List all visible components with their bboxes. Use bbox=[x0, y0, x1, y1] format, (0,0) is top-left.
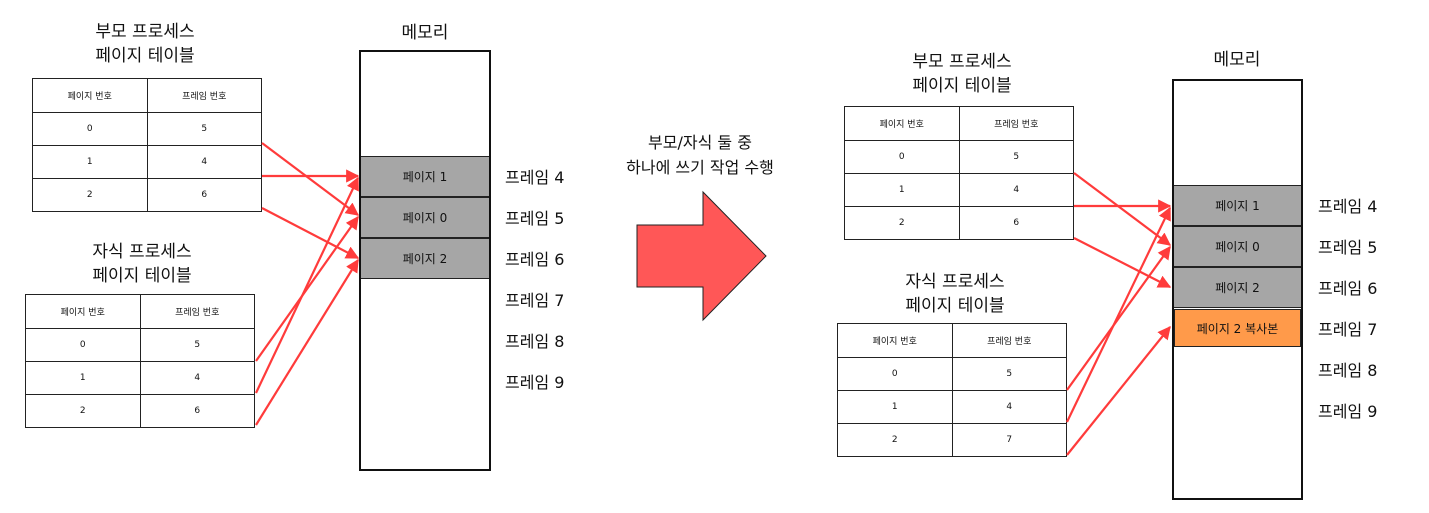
page-number-cell: 2 bbox=[837, 423, 953, 457]
right-arrow-icon bbox=[636, 190, 767, 322]
frame-number-cell: 4 bbox=[146, 145, 262, 179]
memory-page-copy: 페이지 2 복사본 bbox=[1174, 309, 1301, 347]
left-parent-table-title: 부모 프로세스 페이지 테이블 bbox=[60, 20, 230, 68]
title-line: 자식 프로세스 bbox=[905, 272, 1005, 292]
mapping-arrow bbox=[1066, 206, 1171, 423]
frame-number-cell: 4 bbox=[958, 173, 1074, 207]
title-line: 페이지 테이블 bbox=[92, 266, 192, 286]
page-number-cell: 0 bbox=[837, 357, 953, 391]
frame-number-cell: 4 bbox=[951, 390, 1067, 424]
mapping-arrow bbox=[1073, 172, 1172, 246]
frame-label: 프레임 5 bbox=[505, 209, 565, 228]
mapping-arrow bbox=[255, 176, 359, 394]
transition-caption: 부모/자식 둘 중 하나에 쓰기 작업 수행 bbox=[600, 130, 800, 180]
left-child-table-title: 자식 프로세스 페이지 테이블 bbox=[57, 240, 227, 288]
title-line: 부모 프로세스 bbox=[95, 22, 195, 42]
page-number-cell: 2 bbox=[32, 178, 148, 212]
memory-page: 페이지 2 bbox=[361, 238, 489, 279]
frame-label: 프레임 5 bbox=[1318, 238, 1378, 257]
page-number-cell: 2 bbox=[25, 394, 141, 428]
mapping-arrow bbox=[261, 207, 360, 259]
memory-page: 페이지 0 bbox=[1174, 226, 1301, 267]
left-memory-block: 페이지 1 페이지 0 페이지 2 bbox=[359, 50, 491, 471]
right-child-table-title: 자식 프로세스 페이지 테이블 bbox=[870, 270, 1040, 318]
column-header: 프레임 번호 bbox=[951, 323, 1067, 358]
frame-number-cell: 4 bbox=[139, 361, 255, 395]
title-line: 부모 프로세스 bbox=[912, 52, 1012, 72]
right-parent-table-title: 부모 프로세스 페이지 테이블 bbox=[877, 50, 1047, 98]
mapping-arrow bbox=[261, 142, 360, 216]
page-number-cell: 0 bbox=[844, 140, 960, 174]
page-number-cell: 1 bbox=[25, 361, 141, 395]
page-number-cell: 0 bbox=[32, 112, 148, 146]
memory-page: 페이지 1 bbox=[361, 156, 489, 197]
frame-number-cell: 5 bbox=[139, 328, 255, 362]
page-number-cell: 1 bbox=[32, 145, 148, 179]
column-header: 페이지 번호 bbox=[844, 106, 960, 141]
memory-page: 페이지 2 bbox=[1174, 267, 1301, 308]
frame-label: 프레임 9 bbox=[1318, 402, 1378, 421]
page-number-cell: 0 bbox=[25, 328, 141, 362]
caption-line: 부모/자식 둘 중 bbox=[648, 133, 752, 152]
title-line: 페이지 테이블 bbox=[905, 296, 1005, 316]
frame-number-cell: 5 bbox=[951, 357, 1067, 391]
frame-number-cell: 5 bbox=[146, 112, 262, 146]
mapping-arrow bbox=[1066, 325, 1171, 456]
column-header: 페이지 번호 bbox=[32, 78, 148, 113]
frame-label: 프레임 7 bbox=[505, 291, 565, 310]
frame-label: 프레임 4 bbox=[505, 168, 565, 187]
column-header: 프레임 번호 bbox=[146, 78, 262, 113]
frame-number-cell: 6 bbox=[958, 206, 1074, 240]
mapping-arrow bbox=[1066, 245, 1171, 391]
frame-label: 프레임 4 bbox=[1318, 197, 1378, 216]
right-memory-block: 페이지 1 페이지 0 페이지 2 페이지 2 복사본 bbox=[1172, 79, 1303, 500]
mapping-arrow bbox=[1073, 237, 1172, 288]
frame-label: 프레임 8 bbox=[1318, 361, 1378, 380]
page-number-cell: 1 bbox=[837, 390, 953, 424]
page-number-cell: 2 bbox=[844, 206, 960, 240]
column-header: 프레임 번호 bbox=[139, 294, 255, 329]
mapping-arrow bbox=[255, 258, 359, 426]
column-header: 페이지 번호 bbox=[25, 294, 141, 329]
frame-number-cell: 6 bbox=[139, 394, 255, 428]
page-number-cell: 1 bbox=[844, 173, 960, 207]
title-line: 페이지 테이블 bbox=[95, 46, 195, 66]
caption-line: 하나에 쓰기 작업 수행 bbox=[626, 158, 774, 177]
frame-label: 프레임 6 bbox=[505, 250, 565, 269]
title-line: 페이지 테이블 bbox=[912, 76, 1012, 96]
mapping-arrow bbox=[255, 215, 359, 362]
frame-label: 프레임 9 bbox=[505, 373, 565, 392]
frame-number-cell: 6 bbox=[146, 178, 262, 212]
frame-number-cell: 5 bbox=[958, 140, 1074, 174]
title-line: 자식 프로세스 bbox=[92, 242, 192, 262]
memory-page: 페이지 0 bbox=[361, 197, 489, 238]
frame-label: 프레임 7 bbox=[1318, 320, 1378, 339]
frame-number-cell: 7 bbox=[951, 423, 1067, 457]
frame-label: 프레임 6 bbox=[1318, 279, 1378, 298]
memory-page: 페이지 1 bbox=[1174, 185, 1301, 226]
column-header: 프레임 번호 bbox=[958, 106, 1074, 141]
column-header: 페이지 번호 bbox=[837, 323, 953, 358]
frame-label: 프레임 8 bbox=[505, 332, 565, 351]
right-memory-title: 메모리 bbox=[1213, 50, 1261, 70]
left-memory-title: 메모리 bbox=[401, 23, 449, 43]
